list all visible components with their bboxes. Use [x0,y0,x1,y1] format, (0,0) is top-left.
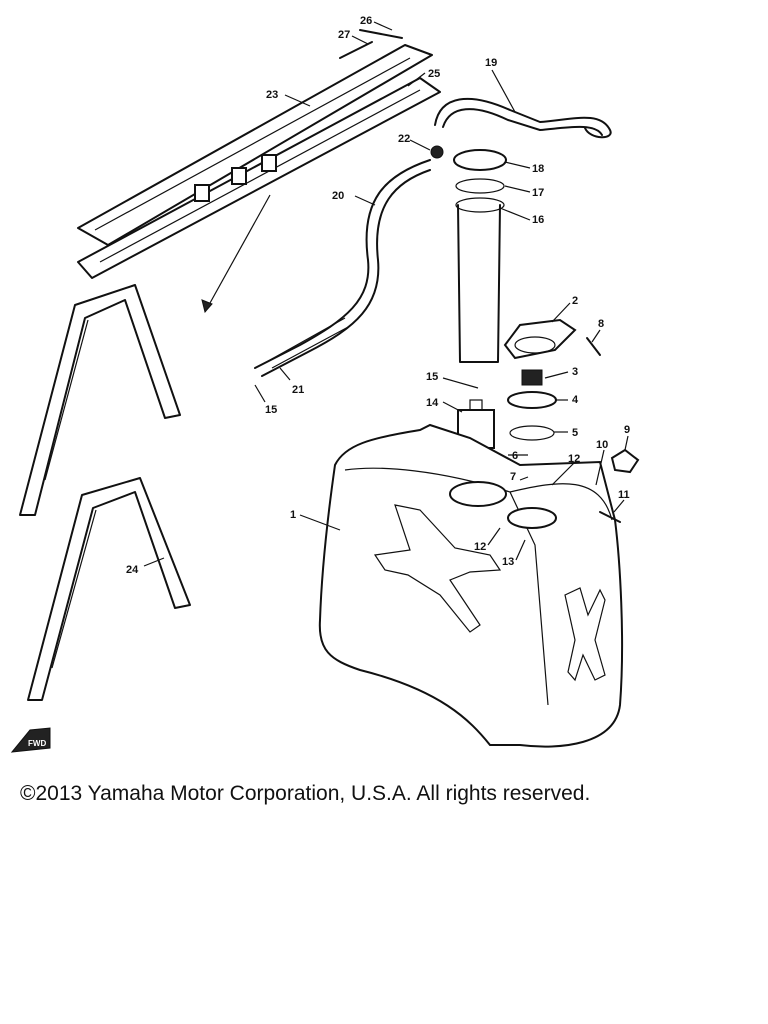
callout-14: 14 [426,397,439,409]
callout-27: 27 [338,29,350,41]
fwd-label: FWD [28,739,46,748]
upper-bracket [19,284,181,516]
filler-neck [453,149,507,363]
callout-17: 17 [532,187,544,199]
fuel-tank [318,423,624,748]
callout-11: 11 [618,489,630,501]
callout-25: 25 [428,68,440,80]
vent-hose [434,97,612,139]
leader-lines [143,21,629,567]
callout-20: 20 [332,190,344,202]
callout-10: 10 [596,439,608,451]
callout-18: 18 [532,163,544,175]
callout-2: 2 [572,295,578,307]
callout-16: 16 [532,214,544,226]
callout-12-lower: 12 [474,541,486,553]
callout-13: 13 [502,556,514,568]
callout-4: 4 [572,394,579,406]
callout-6: 6 [512,450,518,462]
lower-bracket [27,477,191,701]
callout-1: 1 [290,509,296,521]
callout-8: 8 [598,318,604,330]
callout-24: 24 [126,564,139,576]
callout-23: 23 [266,89,278,101]
callout-19: 19 [485,57,497,69]
callout-12-upper: 12 [568,453,580,465]
callout-15-upper: 15 [426,371,438,383]
callout-15-lower: 15 [265,404,277,416]
callout-22: 22 [398,133,410,145]
callout-9: 9 [624,424,630,436]
callout-labels: 1 2 3 4 5 6 7 8 9 10 11 12 12 13 14 15 1… [126,15,630,576]
fuel-gauge [503,318,577,441]
bolt-11 [599,511,621,523]
callout-21: 21 [292,384,304,396]
fwd-marker: FWD [10,727,51,753]
direction-arrow [204,194,271,313]
parts-diagram: FWD [10,15,640,753]
callout-3: 3 [572,366,578,378]
callout-5: 5 [572,427,578,439]
rail-assembly [77,29,441,279]
callout-26: 26 [360,15,372,27]
clip-9 [610,448,640,474]
copyright-notice: ©2013 Yamaha Motor Corporation, U.S.A. A… [20,782,591,805]
callout-7: 7 [510,471,516,483]
screw-8 [586,337,601,356]
